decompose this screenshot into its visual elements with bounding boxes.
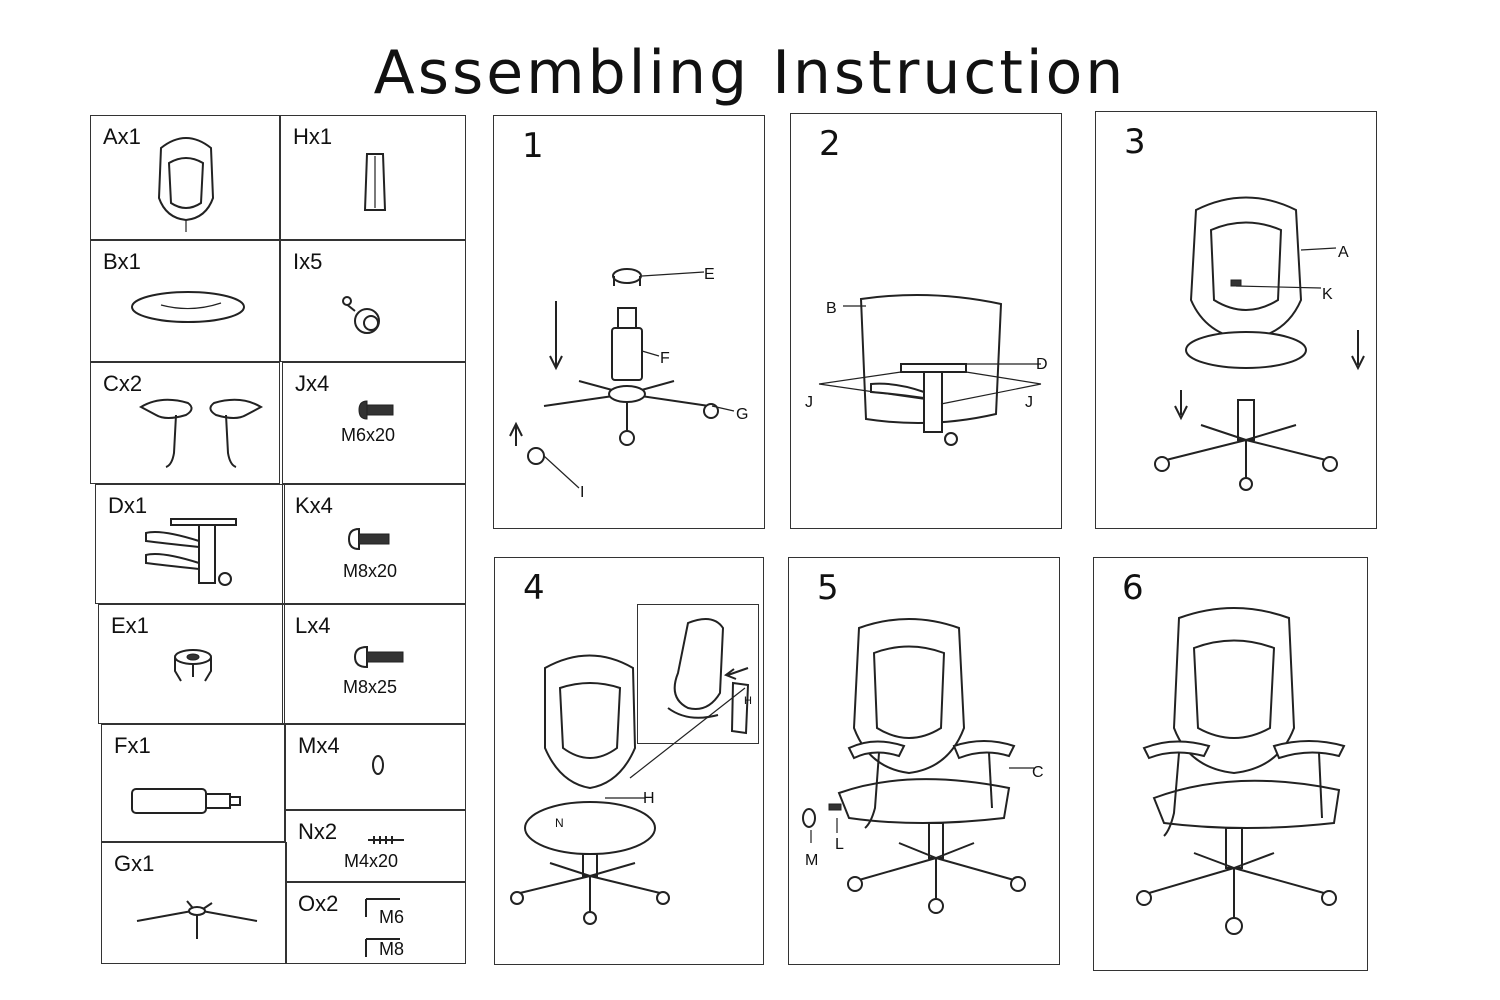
step-1-panel: 1 E F G I [493, 115, 765, 529]
part-label: Gx1 [114, 851, 155, 876]
part-label: Lx4 [295, 613, 331, 638]
callout-label: M [805, 852, 819, 869]
part-cell-k: Kx4 M8x20 [282, 484, 466, 604]
part-cell-g: Gx1 [101, 842, 287, 964]
part-spec: M4x20 [344, 851, 399, 871]
screw-icon [368, 836, 404, 844]
part-label: Mx4 [298, 733, 340, 758]
step-4-panel: 4 H H N [494, 557, 764, 965]
callout-label: H [744, 695, 752, 707]
part-label: Bx1 [103, 249, 141, 274]
gas-lift-cover-icon [174, 649, 212, 682]
part-spec: M8x25 [343, 677, 398, 697]
part-spec: M8x20 [343, 561, 398, 581]
part-label: Cx2 [103, 371, 143, 396]
washer-icon [372, 755, 384, 775]
callout-label: N [555, 816, 564, 830]
backrest-icon [157, 137, 215, 232]
base-icon [136, 900, 258, 939]
callout-label: G [736, 406, 749, 423]
base-assembly-illustration [509, 268, 735, 489]
part-label: Nx2 [298, 819, 338, 844]
part-cell-e: Ex1 [98, 604, 285, 724]
callout-label: L [835, 836, 844, 853]
bracket-detail-illustration [667, 618, 750, 735]
part-cell-f: Fx1 [101, 724, 285, 842]
armrest-attach-illustration [802, 618, 1034, 914]
part-label: Hx1 [293, 124, 333, 149]
step-number: 4 [523, 568, 545, 608]
part-label: Ox2 [298, 891, 339, 916]
backrest-bracket-icon [363, 153, 387, 211]
part-cell-l: Lx4 M8x25 [282, 604, 466, 724]
step-number: 5 [817, 568, 839, 608]
part-cell-c: Cx2 [90, 362, 280, 484]
page-title: Assembling Instruction [373, 38, 1127, 108]
step-5-panel: 5 C L M [788, 557, 1060, 965]
mechanism-icon [145, 518, 237, 586]
part-label: Kx4 [295, 493, 333, 518]
step-3-panel: 3 A K [1095, 111, 1377, 529]
callout-label: H [643, 790, 655, 807]
bolt-icon [347, 527, 390, 551]
backrest-attach-illustration [1154, 196, 1365, 491]
part-cell-h: Hx1 [280, 115, 466, 240]
allen-key-icon [365, 898, 400, 957]
step-number: 1 [522, 126, 544, 166]
part-label: Jx4 [295, 371, 330, 396]
seat-cushion-icon [131, 291, 245, 323]
part-cell-b: Bx1 [90, 240, 280, 362]
callout-label: E [704, 266, 715, 283]
detail-inset: H [637, 604, 759, 744]
callout-label: D [1036, 356, 1048, 373]
part-cell-n: Nx2 M4x20 [285, 810, 466, 882]
callout-label: I [580, 484, 585, 501]
callout-label: J [1025, 394, 1033, 411]
chair-assembly-illustration [510, 654, 746, 925]
caster-wheel-icon [342, 296, 380, 334]
bolt-icon [353, 645, 404, 669]
part-cell-o: Ox2 M6 M8 [285, 882, 466, 964]
part-spec: M6x20 [341, 425, 396, 445]
part-spec: M6 [379, 907, 405, 927]
part-label: Ex1 [111, 613, 149, 638]
gas-lift-icon [131, 788, 241, 814]
part-cell-i: Ix5 [280, 240, 466, 362]
step-2-panel: 2 B D J J [790, 113, 1062, 529]
step-number: 3 [1124, 122, 1146, 162]
callout-label: B [826, 300, 837, 317]
step-number: 2 [819, 124, 841, 164]
seat-mechanism-illustration [818, 294, 1042, 446]
callout-label: J [805, 394, 813, 411]
part-label: Ax1 [103, 124, 141, 149]
step-number: 6 [1122, 568, 1144, 608]
part-spec: M8 [379, 939, 405, 959]
bolt-icon [358, 400, 394, 420]
part-cell-m: Mx4 [285, 724, 466, 810]
part-cell-j: Jx4 M6x20 [282, 362, 466, 484]
armrest-icon [138, 398, 264, 468]
part-label: Fx1 [114, 733, 151, 758]
part-cell-d: Dx1 [95, 484, 285, 604]
callout-label: C [1032, 764, 1044, 781]
part-label: Ix5 [293, 249, 323, 274]
callout-label: A [1338, 244, 1349, 261]
step-6-panel: 6 [1093, 557, 1368, 971]
part-cell-a: Ax1 [90, 115, 280, 240]
part-label: Dx1 [108, 493, 148, 518]
finished-chair-illustration [1136, 607, 1346, 935]
callout-label: F [660, 350, 670, 367]
callout-label: K [1322, 286, 1333, 303]
